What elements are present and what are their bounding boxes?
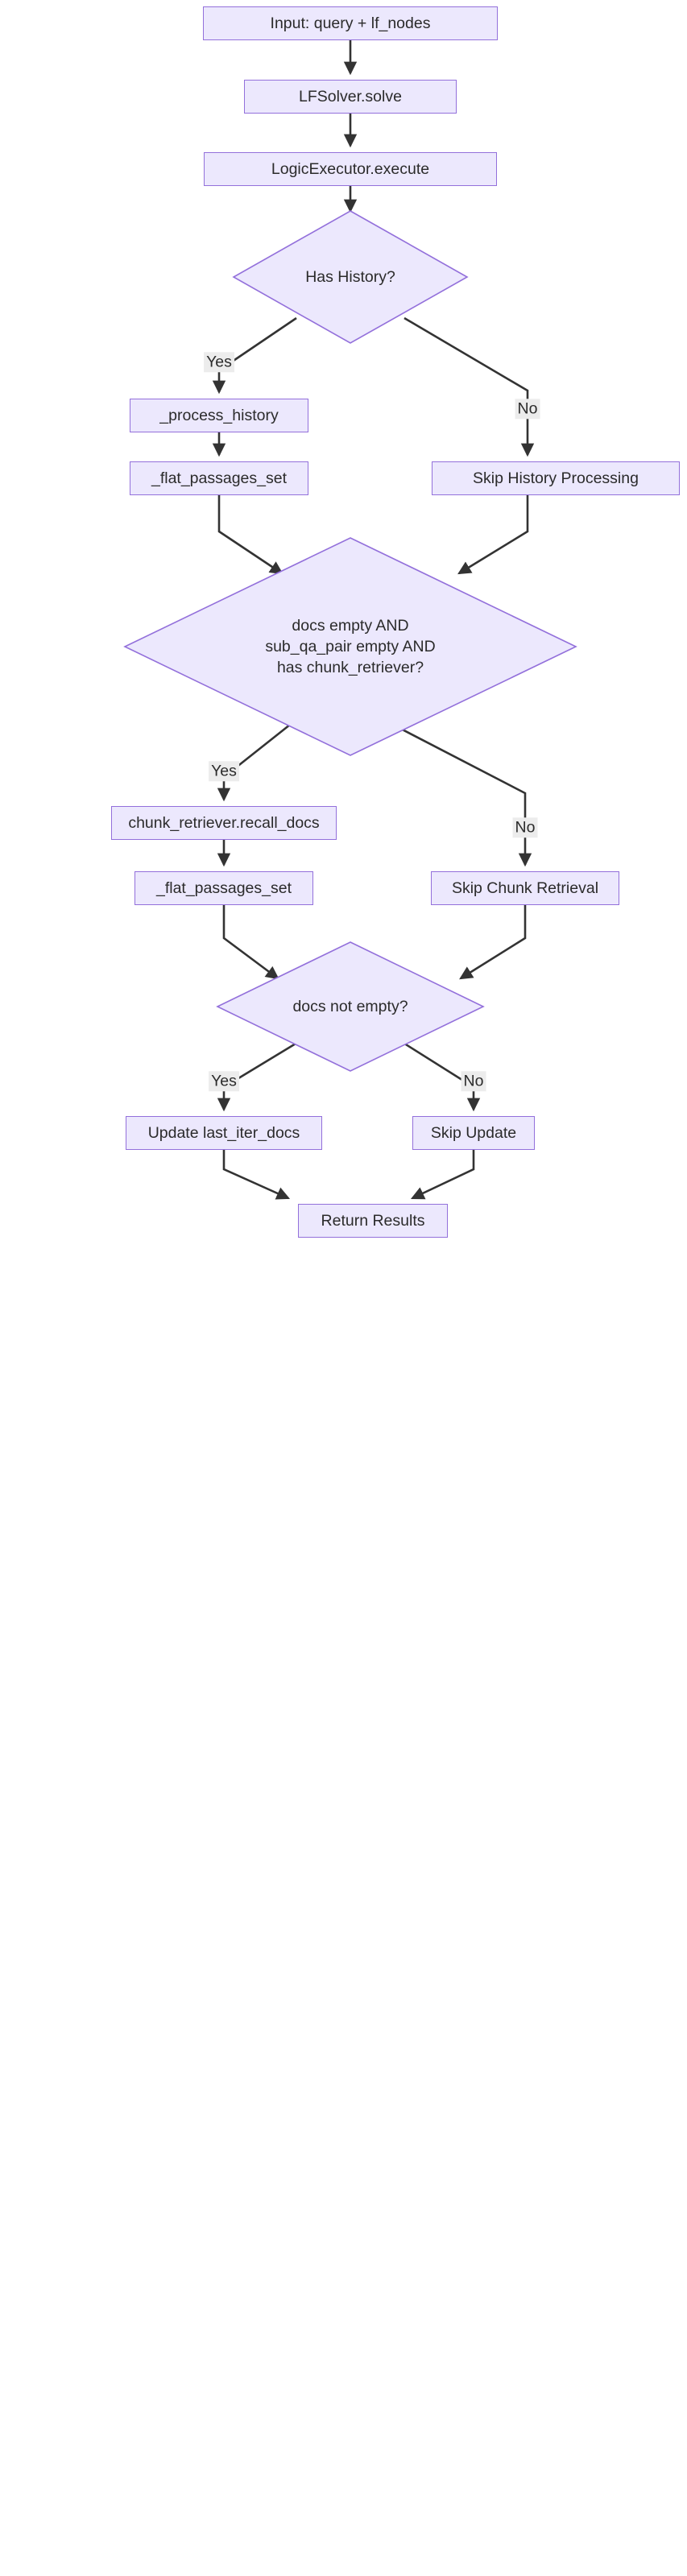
edge-label-has-history-no: No bbox=[515, 399, 540, 420]
edge-skip-update-to-return bbox=[410, 1149, 475, 1200]
node-input[interactable]: Input: query + lf_nodes bbox=[203, 6, 498, 40]
docs-not-empty-diamond-shape bbox=[216, 941, 485, 1072]
node-chunk-retriever-recall-docs[interactable]: chunk_retriever.recall_docs bbox=[111, 806, 337, 840]
node-has-history[interactable]: Has History? bbox=[232, 210, 469, 344]
node-logicexecutor-execute-label: LogicExecutor.execute bbox=[271, 159, 430, 178]
node-flat-passages-set-1[interactable]: _flat_passages_set bbox=[130, 461, 308, 495]
edge-label-docs-not-empty-no: No bbox=[461, 1071, 486, 1092]
node-chunk-retriever-recall-docs-label: chunk_retriever.recall_docs bbox=[128, 813, 320, 832]
edge-update-to-return bbox=[222, 1149, 291, 1200]
edge-label-needs-chunk-no: No bbox=[512, 817, 538, 838]
node-update-last-iter-docs[interactable]: Update last_iter_docs bbox=[126, 1116, 322, 1150]
node-flat-passages-set-1-label: _flat_passages_set bbox=[151, 469, 288, 487]
node-skip-update[interactable]: Skip Update bbox=[412, 1116, 535, 1150]
node-update-last-iter-docs-label: Update last_iter_docs bbox=[147, 1123, 300, 1142]
node-process-history[interactable]: _process_history bbox=[130, 399, 308, 432]
has-history-diamond-shape bbox=[232, 210, 469, 344]
node-lfsolver-solve-label: LFSolver.solve bbox=[299, 87, 402, 105]
node-skip-update-label: Skip Update bbox=[430, 1123, 517, 1142]
node-docs-not-empty[interactable]: docs not empty? bbox=[216, 941, 485, 1072]
edge-label-docs-not-empty-yes: Yes bbox=[209, 1071, 239, 1092]
node-process-history-label: _process_history bbox=[159, 406, 279, 424]
node-needs-chunk-retrieval[interactable]: docs empty AND sub_qa_pair empty AND has… bbox=[123, 537, 577, 756]
node-flat-passages-set-2[interactable]: _flat_passages_set bbox=[135, 871, 313, 905]
edge-label-needs-chunk-yes: Yes bbox=[209, 761, 239, 782]
needs-chunk-diamond-shape bbox=[123, 537, 577, 756]
edge-label-has-history-yes: Yes bbox=[204, 352, 234, 373]
node-skip-chunk-retrieval[interactable]: Skip Chunk Retrieval bbox=[431, 871, 619, 905]
node-input-label: Input: query + lf_nodes bbox=[270, 14, 431, 32]
node-return-results[interactable]: Return Results bbox=[298, 1204, 448, 1238]
node-flat-passages-set-2-label: _flat_passages_set bbox=[155, 879, 292, 897]
node-skip-chunk-retrieval-label: Skip Chunk Retrieval bbox=[451, 879, 599, 897]
node-return-results-label: Return Results bbox=[321, 1211, 425, 1230]
node-skip-history-processing-label: Skip History Processing bbox=[473, 469, 639, 487]
node-lfsolver-solve[interactable]: LFSolver.solve bbox=[244, 80, 457, 114]
node-logicexecutor-execute[interactable]: LogicExecutor.execute bbox=[204, 152, 497, 186]
node-skip-history-processing[interactable]: Skip History Processing bbox=[432, 461, 680, 495]
